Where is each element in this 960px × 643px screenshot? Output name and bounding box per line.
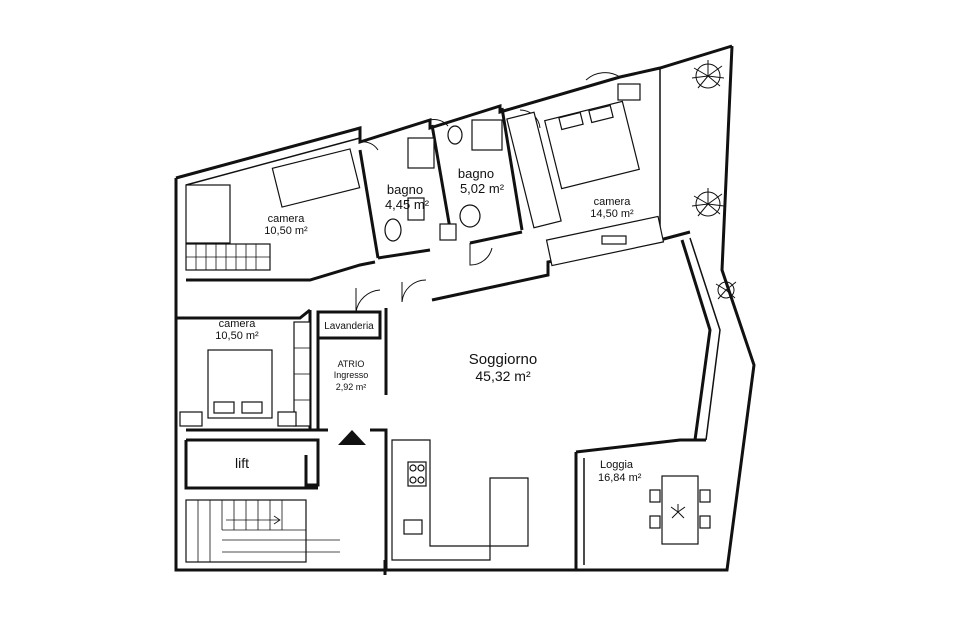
room-name-lift: lift (235, 455, 249, 471)
wardrobe-hatch (186, 244, 270, 270)
room-area-camera-ne: 14,50 m² (590, 208, 634, 220)
room-area-bagno-1: 4,45 m² (385, 197, 430, 212)
furniture (179, 83, 711, 563)
stairs (185, 499, 340, 563)
room-subname-atrio: Ingresso (334, 370, 369, 380)
room-name-loggia: Loggia (600, 459, 634, 471)
plant-icon (670, 60, 737, 519)
room-labels: camera 10,50 m² bagno 4,45 m² bagno 5,02… (215, 166, 641, 484)
room-name-camera-nw: camera (268, 213, 306, 225)
room-area-soggiorno: 45,32 m² (475, 368, 531, 384)
entrance-arrow-icon (338, 430, 366, 445)
room-name-soggiorno: Soggiorno (469, 351, 537, 368)
room-name-bagno-2: bagno (458, 166, 494, 181)
room-name-camera-ne: camera (594, 196, 632, 208)
room-name-camera-w: camera (219, 318, 257, 330)
room-area-camera-w: 10,50 m² (215, 330, 259, 342)
outer-walls (174, 44, 756, 575)
room-area-loggia: 16,84 m² (598, 472, 642, 484)
room-name-bagno-1: bagno (387, 182, 423, 197)
room-name-atrio: ATRIO (338, 359, 365, 369)
room-area-camera-nw: 10,50 m² (264, 225, 308, 237)
room-area-atrio: 2,92 m² (336, 382, 367, 392)
room-name-lavanderia: Lavanderia (324, 321, 374, 332)
room-area-bagno-2: 5,02 m² (460, 181, 505, 196)
